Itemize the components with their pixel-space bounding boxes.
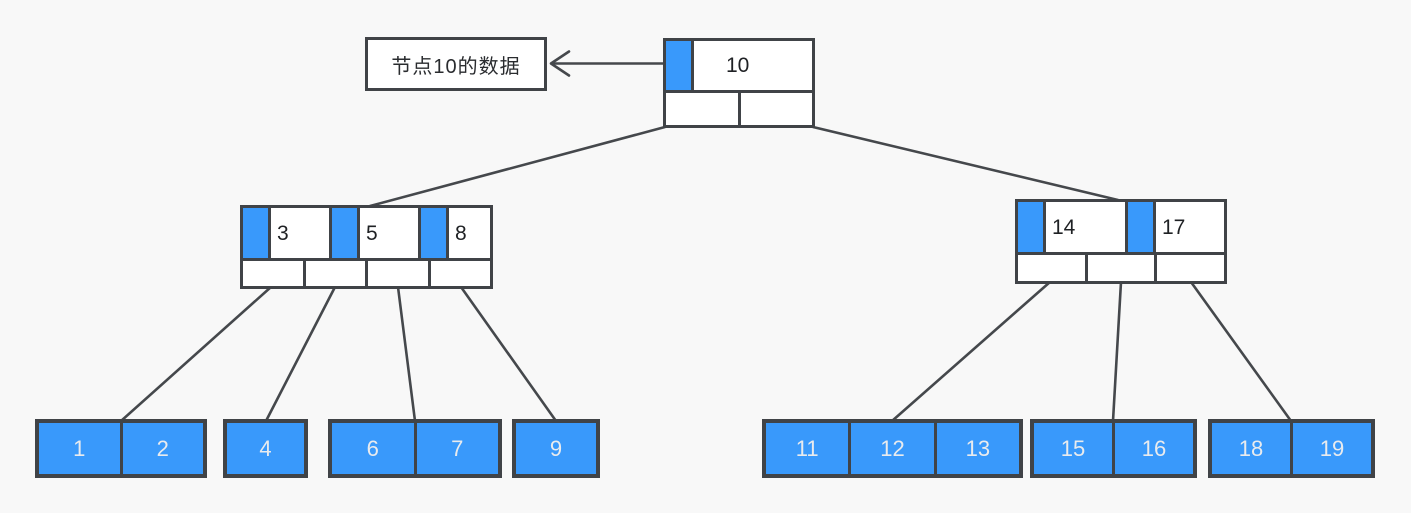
leaf-value-cell: 9 bbox=[549, 435, 563, 461]
leaf-value-cell: 4 bbox=[259, 435, 272, 461]
child-pointer-row bbox=[666, 90, 812, 125]
btree-node-internal-left: 3 5 8 bbox=[240, 205, 493, 289]
leaf-node: 6 7 bbox=[328, 419, 502, 478]
key-pointer-cell bbox=[1128, 202, 1156, 252]
annotation-arrowhead bbox=[549, 50, 571, 77]
leaf-value-cell: 18 bbox=[1212, 423, 1293, 474]
child-pointer-cell bbox=[740, 93, 812, 125]
btree-node-internal-right: 14 17 bbox=[1015, 199, 1227, 284]
leaf-node: 1 2 bbox=[35, 419, 207, 478]
annotation-text: 节点10的数据 bbox=[391, 55, 521, 78]
child-pointer-cell bbox=[430, 261, 490, 286]
leaf-value-cell: 12 bbox=[851, 423, 937, 474]
leaf-node: 4 bbox=[223, 419, 308, 478]
annotation-box: 节点10的数据 bbox=[365, 37, 547, 91]
key-cell: 8 bbox=[449, 208, 490, 258]
leaf-node: 18 19 bbox=[1208, 419, 1375, 478]
child-pointer-cell bbox=[1157, 255, 1225, 281]
leaf-value-cell: 13 bbox=[965, 435, 991, 461]
leaf-value-cell: 11 bbox=[766, 423, 852, 474]
edge-right-child2 bbox=[1189, 280, 1293, 423]
edge-left-child3 bbox=[459, 285, 558, 423]
leaf-value-cell: 19 bbox=[1319, 435, 1345, 461]
child-pointer-cell bbox=[368, 261, 431, 286]
leaf-value-cell: 1 bbox=[39, 423, 123, 474]
child-pointer-cell bbox=[243, 261, 306, 286]
btree-node-root: 10 bbox=[663, 38, 815, 128]
edge-root-left bbox=[368, 125, 667, 208]
leaf-value-cell: 15 bbox=[1034, 423, 1115, 474]
key-cell: 17 bbox=[1156, 202, 1224, 252]
child-pointer-cell bbox=[666, 93, 741, 125]
edge-left-child2 bbox=[396, 285, 417, 423]
key-cell: 3 bbox=[271, 208, 332, 258]
edge-left-child1 bbox=[264, 285, 337, 423]
key-pointer-cell bbox=[243, 208, 271, 258]
leaf-value-cell: 6 bbox=[332, 423, 417, 474]
leaf-value-cell: 16 bbox=[1141, 435, 1167, 461]
key-cell: 10 bbox=[694, 41, 812, 90]
child-pointer-row bbox=[243, 258, 490, 286]
leaf-value-cell: 2 bbox=[156, 435, 169, 461]
key-pointer-cell bbox=[421, 208, 449, 258]
key-cell: 14 bbox=[1046, 202, 1128, 252]
leaf-node: 15 16 bbox=[1030, 419, 1197, 478]
child-pointer-cell bbox=[1087, 255, 1158, 281]
edge-root-right bbox=[811, 125, 1120, 202]
edge-left-child0 bbox=[119, 285, 273, 423]
key-pointer-cell bbox=[332, 208, 360, 258]
leaf-node: 11 12 13 bbox=[762, 419, 1023, 478]
child-pointer-row bbox=[1018, 252, 1225, 281]
key-cell: 5 bbox=[360, 208, 421, 258]
edge-right-child0 bbox=[890, 280, 1052, 423]
child-pointer-cell bbox=[305, 261, 368, 286]
edge-right-child1 bbox=[1111, 280, 1123, 423]
key-row: 14 17 bbox=[1018, 202, 1224, 252]
key-row: 3 5 8 bbox=[243, 208, 490, 258]
leaf-value-cell: 7 bbox=[451, 435, 464, 461]
leaf-node: 9 bbox=[512, 419, 600, 478]
key-row: 10 bbox=[666, 41, 812, 90]
key-pointer-cell bbox=[1018, 202, 1046, 252]
child-pointer-cell bbox=[1018, 255, 1088, 281]
key-pointer-cell bbox=[666, 41, 694, 90]
